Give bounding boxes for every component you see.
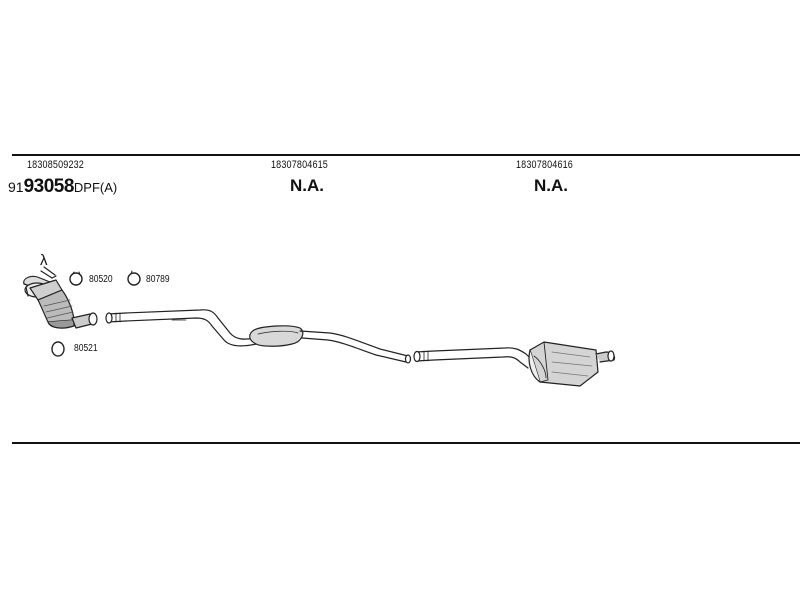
part-number-rear: 18307804616: [516, 159, 573, 171]
status-rear: N.A.: [534, 176, 568, 195]
dpf-code: 9193058DPF(A): [8, 177, 117, 196]
dpf-converter-icon: [23, 275, 98, 329]
gasket-icon: [51, 341, 65, 357]
top-rule: [12, 154, 800, 156]
part-number-middle: 18307804615: [271, 159, 328, 171]
gasket-label: 80521: [74, 343, 98, 354]
lambda-sensor-icon: [40, 266, 57, 279]
middle-silencer-icon: [249, 325, 412, 364]
lambda-symbol: λ: [40, 252, 48, 269]
dpf-code-main: 93058: [23, 176, 75, 197]
status-middle: N.A.: [290, 176, 324, 195]
bottom-rule: [12, 442, 800, 444]
clamp-label-2: 80789: [146, 274, 170, 285]
rear-pipe-icon: [413, 347, 535, 369]
clamp-icon-1: [69, 272, 83, 286]
front-pipe-icon: [105, 309, 257, 347]
part-number-front: 18308509232: [27, 159, 84, 171]
rear-silencer-icon: [528, 341, 616, 387]
clamp-icon-2: [127, 272, 141, 286]
dpf-code-suffix: DPF(A): [73, 180, 118, 195]
clamp-label-1: 80520: [89, 274, 113, 285]
dpf-code-prefix: 91: [8, 179, 24, 195]
